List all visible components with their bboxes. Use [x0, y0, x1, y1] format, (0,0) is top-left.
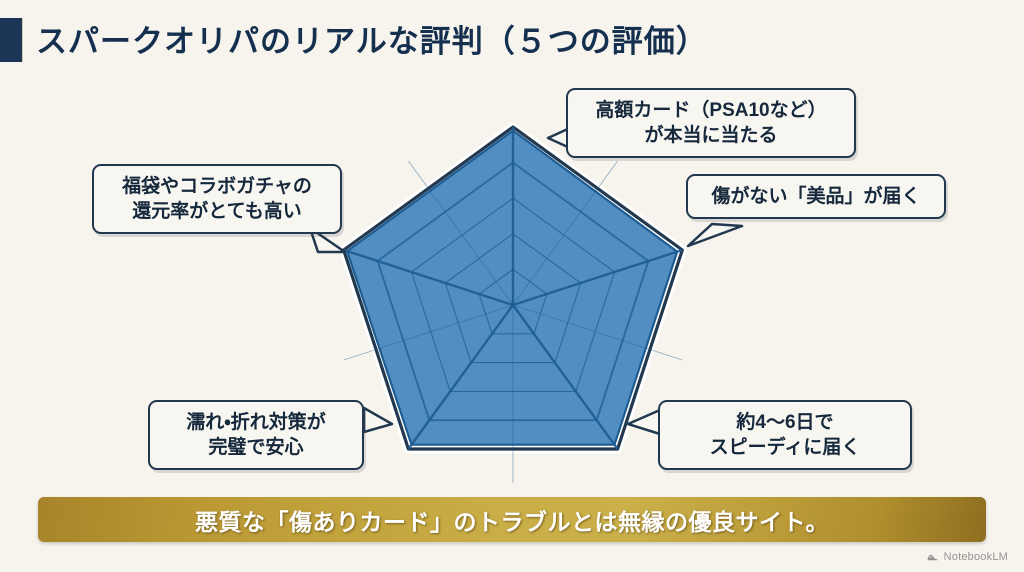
title-accent-bar: [0, 18, 23, 62]
callout-left-line2: 還元率がとても高い: [132, 201, 302, 223]
callout-bottom-left-line2: 完璧で安心: [208, 437, 304, 459]
watermark: NotebookLM: [926, 550, 1008, 563]
page-title: スパークオリパのリアルな評判（５つの評価）: [36, 24, 708, 60]
callout-top: 高額カード（PSA10など） が本当に当たる: [566, 88, 856, 159]
callout-top-line1: 高額カード（PSA10など）: [595, 100, 827, 121]
callout-bottom-right: 約4〜6日で スピーディに届く: [658, 400, 912, 471]
callout-right-line1: 傷がない「美品」が届く: [711, 186, 921, 207]
summary-banner: 悪質な「傷ありカード」のトラブルとは無縁の優良サイト。: [38, 497, 986, 542]
callout-bottom-right-line1: 約4〜6日で: [736, 412, 834, 433]
callout-right: 傷がない「美品」が届く: [686, 174, 946, 220]
summary-banner-text: 悪質な「傷ありカード」のトラブルとは無縁の優良サイト。: [194, 508, 830, 535]
callout-bottom-right-line2: スピーディに届く: [709, 437, 861, 459]
notebooklm-icon: [927, 554, 937, 561]
callout-top-line2: が本当に当たる: [644, 125, 778, 147]
callout-left: 福袋やコラボガチャの 還元率がとても高い: [92, 164, 342, 235]
callout-left-line1: 福袋やコラボガチャの: [122, 176, 312, 197]
radar-chart: [300, 95, 730, 495]
callout-bottom-left-line1: 濡れ・折れ対策が: [186, 412, 326, 433]
callout-bottom-left: 濡れ・折れ対策が 完璧で安心: [148, 400, 364, 471]
radar-chart-svg: [339, 122, 687, 483]
watermark-label: NotebookLM: [943, 550, 1008, 563]
